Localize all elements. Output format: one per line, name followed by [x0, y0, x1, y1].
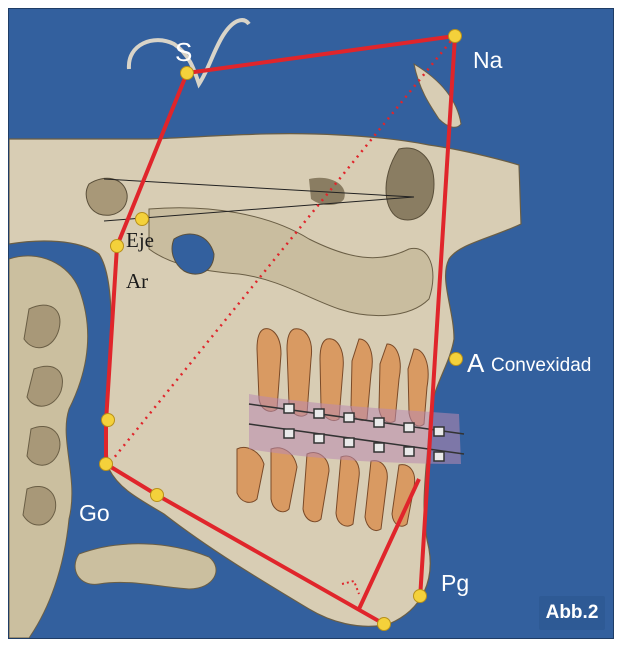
label-convexidad: Convexidad	[491, 356, 591, 375]
point-eje	[136, 213, 149, 226]
figure-badge: Abb.2	[539, 596, 605, 630]
point-me	[378, 618, 391, 631]
label-ar: Ar	[126, 271, 148, 292]
point-go2	[151, 489, 164, 502]
label-na: Na	[473, 49, 502, 72]
orbit-shape	[386, 148, 434, 220]
condyle-shape	[86, 178, 127, 215]
point-a	[450, 353, 463, 366]
label-s: S	[175, 39, 192, 65]
diagram-frame: S Na Eje Ar A Convexidad Go Pg Abb.2	[8, 8, 614, 639]
hyoid-shape	[75, 544, 216, 589]
point-na	[449, 30, 462, 43]
point-s	[181, 67, 194, 80]
skull-illustration	[9, 9, 613, 638]
label-go: Go	[79, 502, 110, 525]
point-ramus	[102, 414, 115, 427]
point-go	[100, 458, 113, 471]
point-pg	[414, 590, 427, 603]
spine-shape	[9, 256, 88, 638]
label-a: A	[467, 350, 484, 376]
point-ar	[111, 240, 124, 253]
label-pg: Pg	[441, 572, 469, 595]
label-eje: Eje	[126, 230, 154, 251]
